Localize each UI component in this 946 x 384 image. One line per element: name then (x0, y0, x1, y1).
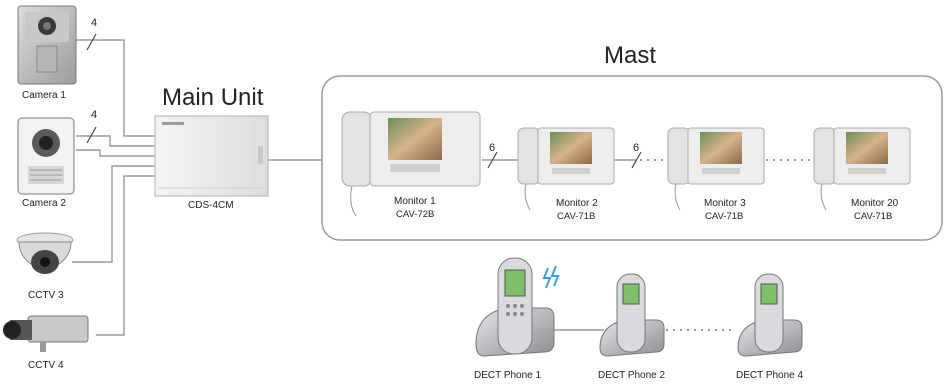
dect-phone-1-label: DECT Phone 1 (474, 370, 542, 381)
main-unit-box (154, 115, 269, 197)
mast-title: Mast (604, 42, 657, 69)
camera-1-label: Camera 1 (22, 90, 66, 101)
monitor-20-name: Monitor 20 (851, 198, 899, 209)
main-unit-title: Main Unit (162, 84, 264, 111)
dotted-links (640, 159, 812, 331)
cctv-4-device (3, 315, 89, 352)
monitor-3-name: Monitor 3 (704, 198, 746, 209)
dect-phone-2-device (599, 273, 665, 357)
dect-phone-2-label: DECT Phone 2 (598, 370, 666, 381)
main-unit-model: CDS-4CM (188, 200, 234, 211)
wire-slashes (86, 33, 642, 169)
monitor-1-model: CAV-72B (396, 209, 435, 220)
cctv-3-device (16, 232, 74, 274)
monitor-link-2-wire-count: 6 (633, 142, 640, 154)
mast-frame (321, 75, 943, 241)
monitor-1-name: Monitor 1 (394, 196, 436, 207)
monitor-20-model: CAV-71B (854, 211, 893, 222)
dect-phone-1-device (475, 257, 555, 357)
cctv-3-label: CCTV 3 (28, 290, 64, 301)
wireless-icon (542, 265, 560, 289)
camera-2-device (17, 117, 75, 195)
monitor-2-name: Monitor 2 (556, 198, 598, 209)
camera-1-wire-count: 4 (91, 17, 98, 29)
monitor-20-device (813, 127, 911, 211)
camera-2-label: Camera 2 (22, 198, 66, 209)
monitor-1-device (341, 111, 481, 217)
connection-lines (72, 39, 636, 336)
camera-1-device (17, 5, 77, 85)
dect-phone-4-device (737, 273, 803, 357)
cctv-4-label: CCTV 4 (28, 360, 64, 371)
monitor-2-device (517, 127, 615, 211)
monitor-3-model: CAV-71B (705, 211, 744, 222)
monitor-2-model: CAV-71B (557, 211, 596, 222)
camera-2-wire-count: 4 (91, 109, 98, 121)
monitor-link-1-wire-count: 6 (489, 142, 496, 154)
dect-phone-4-label: DECT Phone 4 (736, 370, 804, 381)
monitor-3-device (667, 127, 765, 211)
